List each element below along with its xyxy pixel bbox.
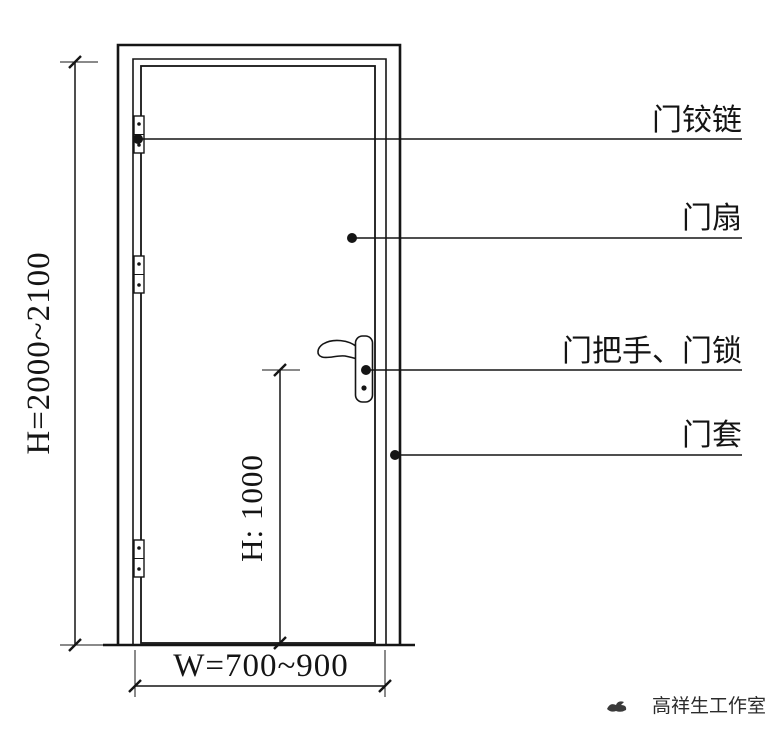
leader-dot-hinge [133,134,143,144]
watermark-text: 高祥生工作室 [652,695,766,717]
dimension-handle-height-text: H: 1000 [234,454,269,562]
watermark: 高祥生工作室 [607,695,766,717]
tick-width-right [378,679,392,693]
leader-dot-handle [361,365,371,375]
tick-height-top [68,55,82,69]
tick-width-left [128,679,142,693]
label-handle-lock: 门把手、门锁 [562,335,742,368]
dimension-handle-height [262,363,300,650]
tick-height-bottom [68,638,82,652]
dimension-width-text: W=700~900 [173,648,349,684]
dimension-width [128,650,392,697]
studio-logo-icon [607,701,627,712]
handle-lever [317,339,358,361]
dimension-height [60,55,103,652]
label-casing: 门套 [682,419,742,452]
dimension-height-text: H=2000~2100 [21,251,57,454]
label-hinge: 门铰链 [652,104,742,137]
tick-handle-bottom [273,636,287,650]
tick-handle-top [273,363,287,377]
hinge-middle [133,255,145,294]
leader-dot-casing [390,450,400,460]
hinge-bottom [133,539,145,578]
door-leaf [140,65,376,644]
leader-dot-leaf [347,233,357,243]
keyhole [361,385,367,391]
door-casing-inner [132,58,387,645]
door-casing-outer [116,43,402,645]
label-leaf: 门扇 [682,202,742,235]
door-handle [317,335,374,403]
